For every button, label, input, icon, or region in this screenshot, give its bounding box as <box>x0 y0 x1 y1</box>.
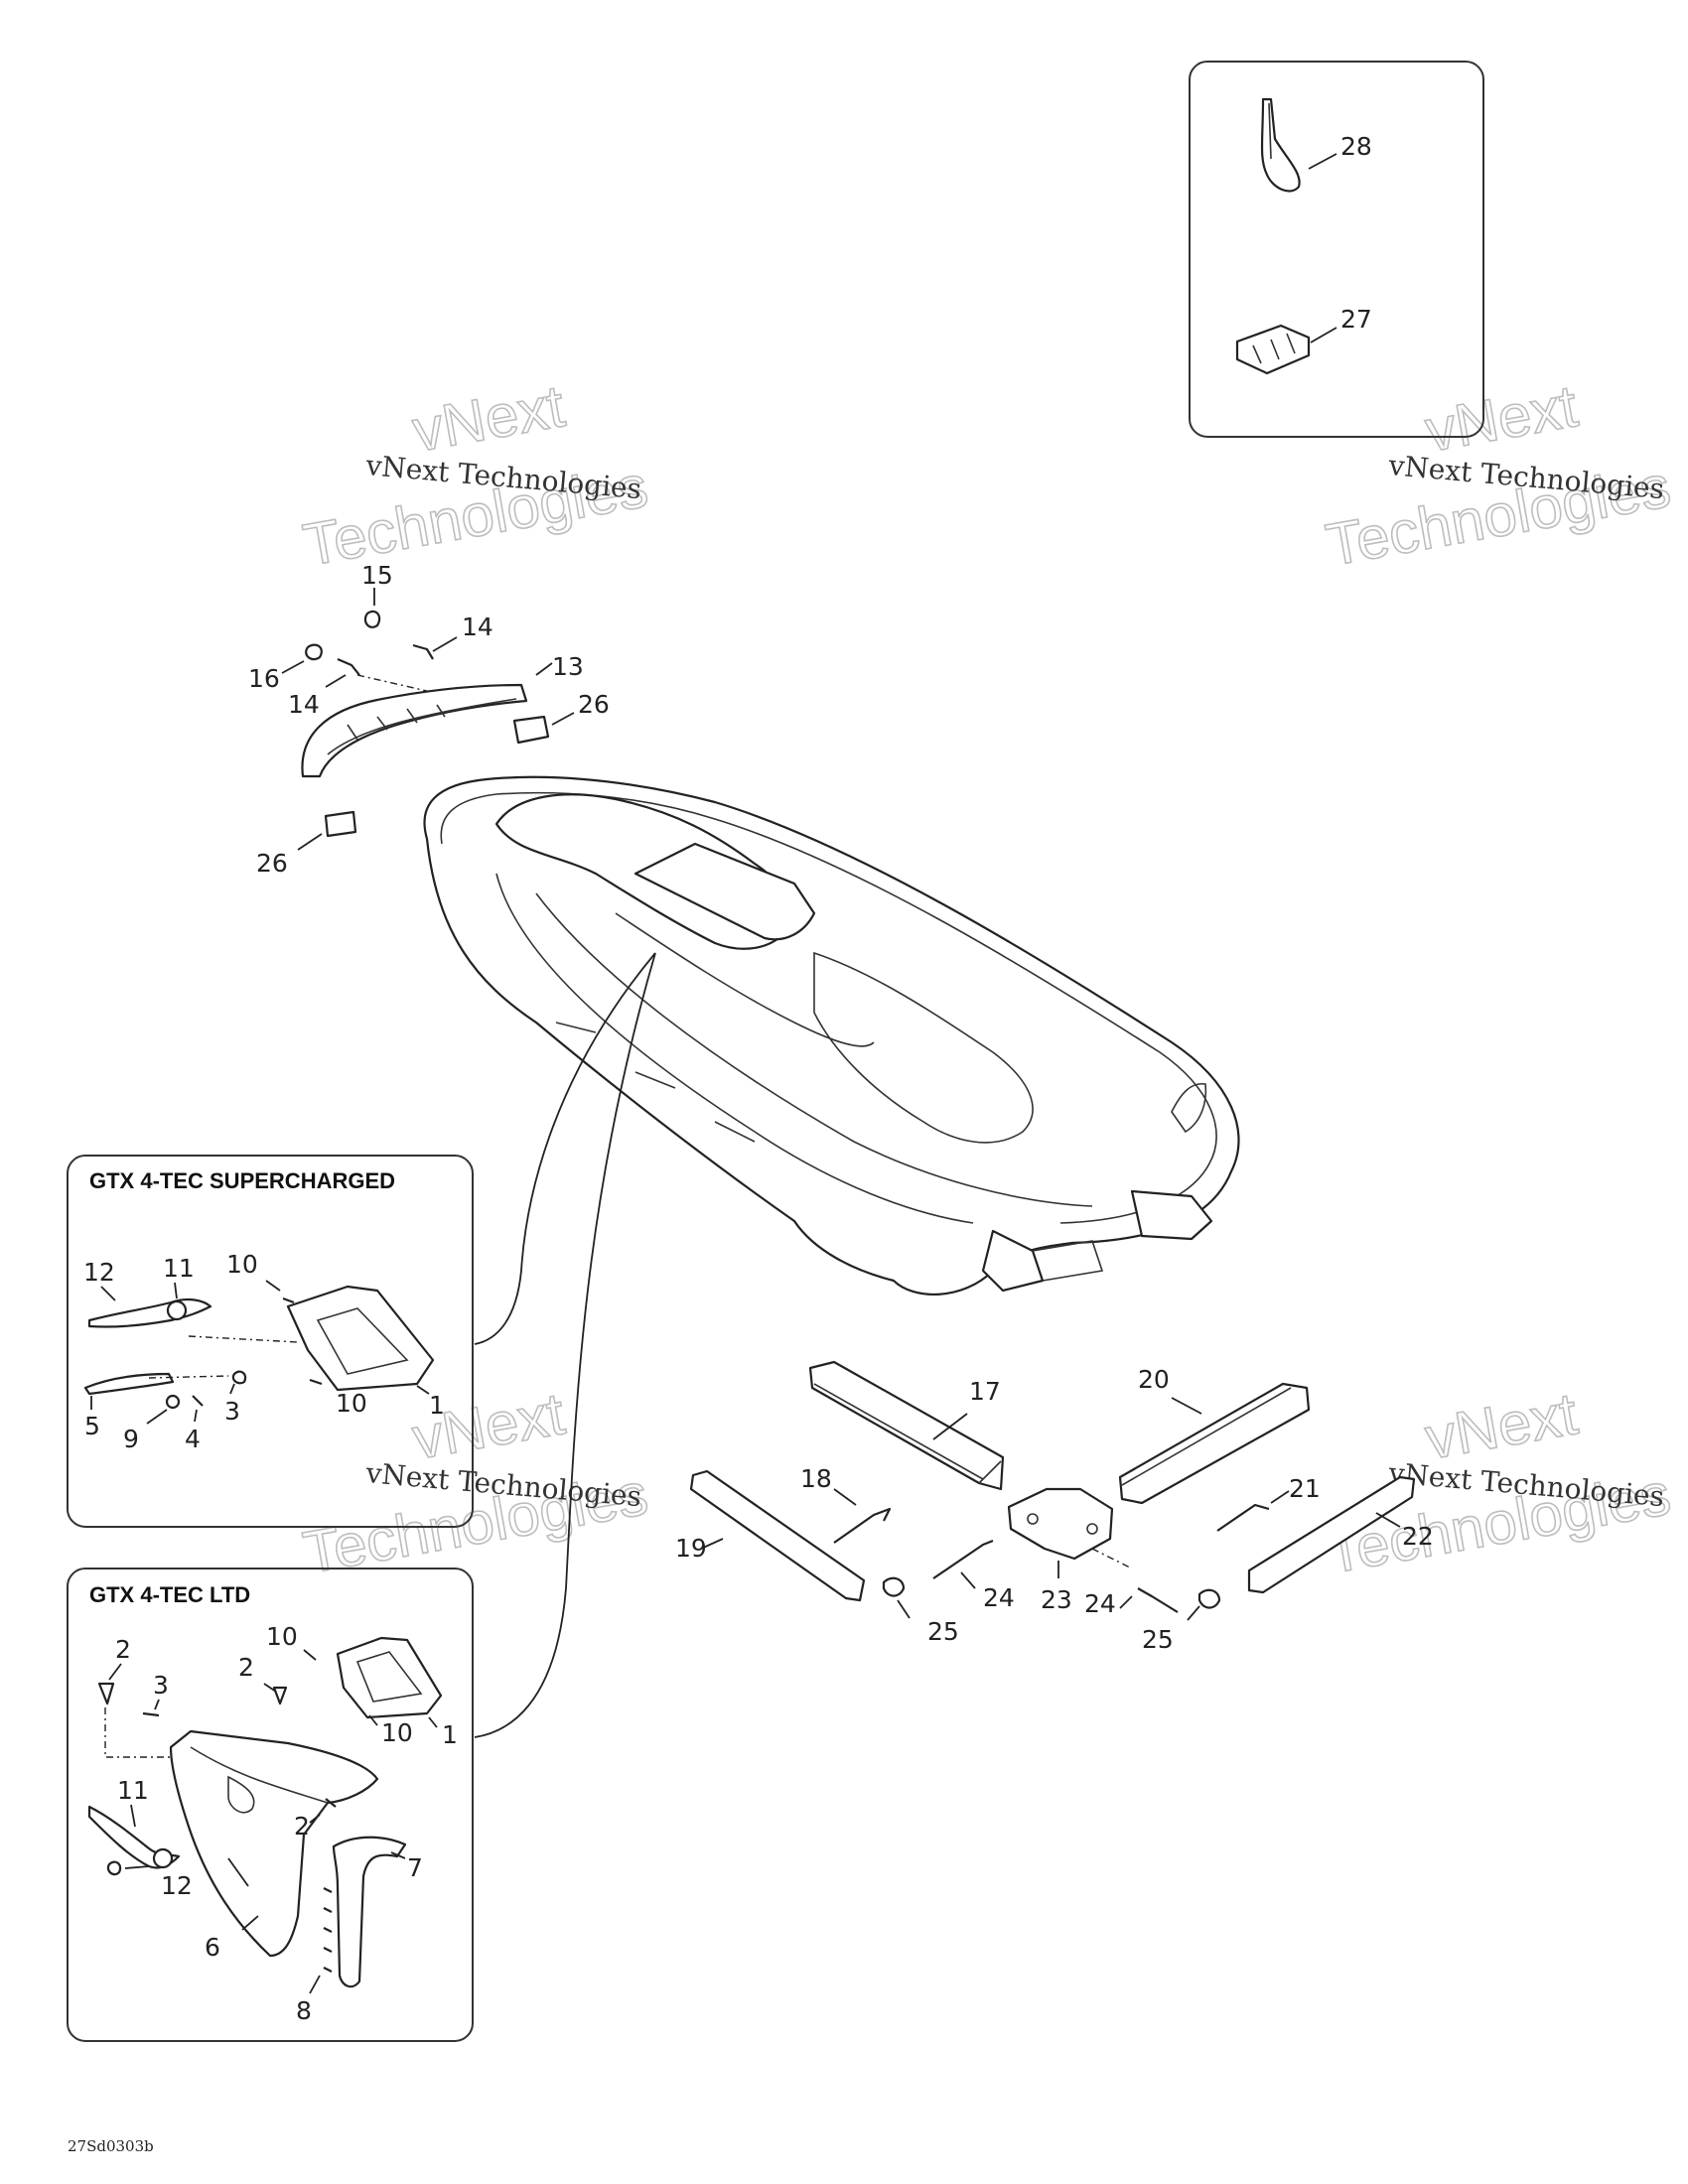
callout-2a: 2 <box>115 1635 131 1664</box>
callout-16: 16 <box>248 664 280 693</box>
callout-20: 20 <box>1138 1365 1170 1394</box>
callout-11a: 11 <box>163 1254 195 1283</box>
callout-9: 5 <box>84 1412 100 1440</box>
screw-2c <box>325 1798 337 1808</box>
screw-4 <box>192 1395 204 1407</box>
watermark-big-top: vNext <box>1421 372 1583 465</box>
watermark-4: vNext Technologies vNext Technologies <box>1321 1379 1676 1586</box>
callout-26b: 26 <box>256 849 288 878</box>
callout-25a: 25 <box>927 1617 959 1646</box>
screw-10a <box>282 1297 295 1304</box>
callout-14a: 14 <box>462 613 493 641</box>
callout-11b: 11 <box>117 1776 149 1805</box>
callout-14b: 14 <box>288 690 320 719</box>
callout-15: 15 <box>361 561 393 590</box>
callout-10a: 10 <box>226 1250 258 1279</box>
callout-19: 19 <box>675 1534 707 1563</box>
rail-20-part <box>1118 1382 1311 1505</box>
emblem-11-ltd-part <box>87 1805 181 1869</box>
rivet-24b <box>1137 1587 1179 1613</box>
rail-22-part <box>1247 1475 1416 1594</box>
rail-17-part <box>808 1360 1005 1491</box>
callout-4: 4 <box>185 1425 201 1453</box>
grab-handle-part <box>301 683 528 778</box>
corner-23-part <box>1007 1487 1114 1561</box>
screw-2b <box>272 1686 288 1706</box>
callout-21: 21 <box>1289 1474 1321 1503</box>
decal-26a <box>512 715 550 745</box>
cap-16 <box>305 643 323 661</box>
cap-25a <box>882 1576 906 1597</box>
watermark-1: vNext Technologies vNext Technologies <box>298 371 653 579</box>
rivet-24a <box>932 1539 994 1579</box>
cap-25b <box>1197 1588 1221 1609</box>
ltd-box-title: GTX 4-TEC LTD <box>89 1582 250 1607</box>
cable-tie-part <box>1260 97 1301 193</box>
callout-2c: 2 <box>294 1812 310 1841</box>
screw-10b <box>309 1378 323 1386</box>
watermark-big-top: vNext <box>408 372 570 465</box>
screw-2a <box>97 1682 115 1706</box>
callout-7: 7 <box>407 1853 423 1882</box>
screw-3b <box>142 1711 160 1717</box>
rail-19-part <box>689 1469 866 1602</box>
callout-10c: 10 <box>266 1622 298 1651</box>
callout-3b: 3 <box>153 1671 169 1700</box>
callout-18: 18 <box>800 1464 832 1493</box>
callout-24b: 24 <box>1084 1589 1116 1618</box>
decal-26b <box>324 810 357 838</box>
trim-9-part <box>83 1372 175 1396</box>
ltd-box <box>67 1568 474 2042</box>
callout-1b: 1 <box>442 1720 458 1749</box>
callout-8: 8 <box>296 1996 312 2025</box>
callout-27: 27 <box>1340 305 1372 334</box>
vent-cover-part <box>286 1285 435 1392</box>
rivet-18 <box>833 1507 892 1544</box>
callout-17: 17 <box>969 1377 1001 1406</box>
washer-5 <box>165 1394 181 1410</box>
callout-13: 13 <box>552 652 584 681</box>
callout-12a: 12 <box>83 1258 115 1287</box>
cap-3a <box>231 1370 247 1385</box>
callout-2b: 2 <box>238 1653 254 1682</box>
trim-7-part <box>332 1836 407 1988</box>
callout-23: 23 <box>1041 1585 1072 1614</box>
callout-10b: 10 <box>336 1389 367 1418</box>
rivets-8 <box>323 1887 333 1973</box>
callout-1a: 1 <box>429 1391 445 1420</box>
emblem-11-part <box>87 1297 212 1328</box>
watercraft-hull <box>423 775 1240 1297</box>
callout-25b: 25 <box>1142 1625 1174 1654</box>
nut-12 <box>106 1860 122 1876</box>
supercharged-box-title: GTX 4-TEC SUPERCHARGED <box>89 1168 395 1193</box>
callout-3a: 3 <box>224 1397 240 1426</box>
callout-22: 22 <box>1402 1522 1434 1551</box>
vent-cover-ltd-part <box>336 1636 443 1719</box>
screw-14b <box>337 657 360 676</box>
drawing-code: 27Sd0303b <box>68 2137 154 2155</box>
callout-26a: 26 <box>578 690 610 719</box>
callout-5: 9 <box>123 1425 139 1453</box>
accessory-box <box>1189 61 1484 438</box>
callout-6: 6 <box>205 1933 220 1962</box>
side-panel-part <box>169 1729 379 1958</box>
watermark-2: vNext Technologies vNext Technologies <box>1321 371 1676 579</box>
rivet-21 <box>1216 1503 1270 1532</box>
callout-10d: 10 <box>381 1718 413 1747</box>
screw-14a <box>412 643 434 660</box>
cap-15 <box>363 610 381 628</box>
callout-12b: 12 <box>161 1871 193 1900</box>
connector-part <box>1235 324 1311 375</box>
callout-24a: 24 <box>983 1583 1015 1612</box>
callout-28: 28 <box>1340 132 1372 161</box>
supercharged-box <box>67 1155 474 1528</box>
watermark-big-top: vNext <box>1421 1380 1583 1472</box>
